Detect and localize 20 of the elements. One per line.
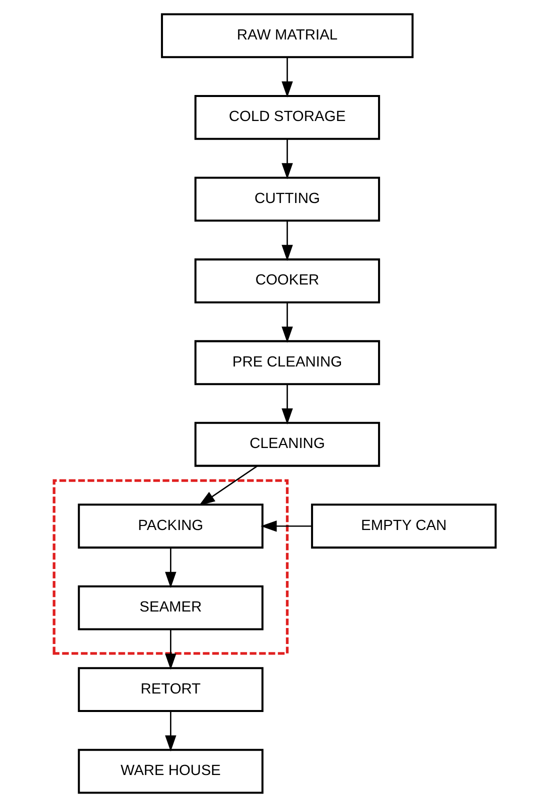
node-box: RETORT [78, 667, 264, 712]
node-box: WARE HOUSE [78, 748, 264, 794]
node-box: CLEANING [194, 422, 380, 467]
arrow [282, 139, 293, 180]
node-box: COLD STORAGE [194, 94, 380, 140]
node-box: RAW MATRIAL [160, 13, 414, 58]
arrow [282, 57, 293, 98]
node-box: SEAMER [78, 585, 264, 630]
arrow [282, 302, 293, 343]
arrow [282, 220, 293, 261]
arrow [165, 548, 176, 588]
node-box: CUTTING [194, 176, 380, 222]
node-box: PACKING [78, 504, 264, 549]
arrow [165, 711, 176, 752]
node-box: EMPTY CAN [311, 504, 497, 549]
arrow [282, 384, 293, 424]
arrow [260, 520, 312, 532]
arrow [165, 630, 176, 670]
node-box: PRE CLEANING [194, 340, 380, 386]
node-box: COOKER [194, 258, 380, 304]
